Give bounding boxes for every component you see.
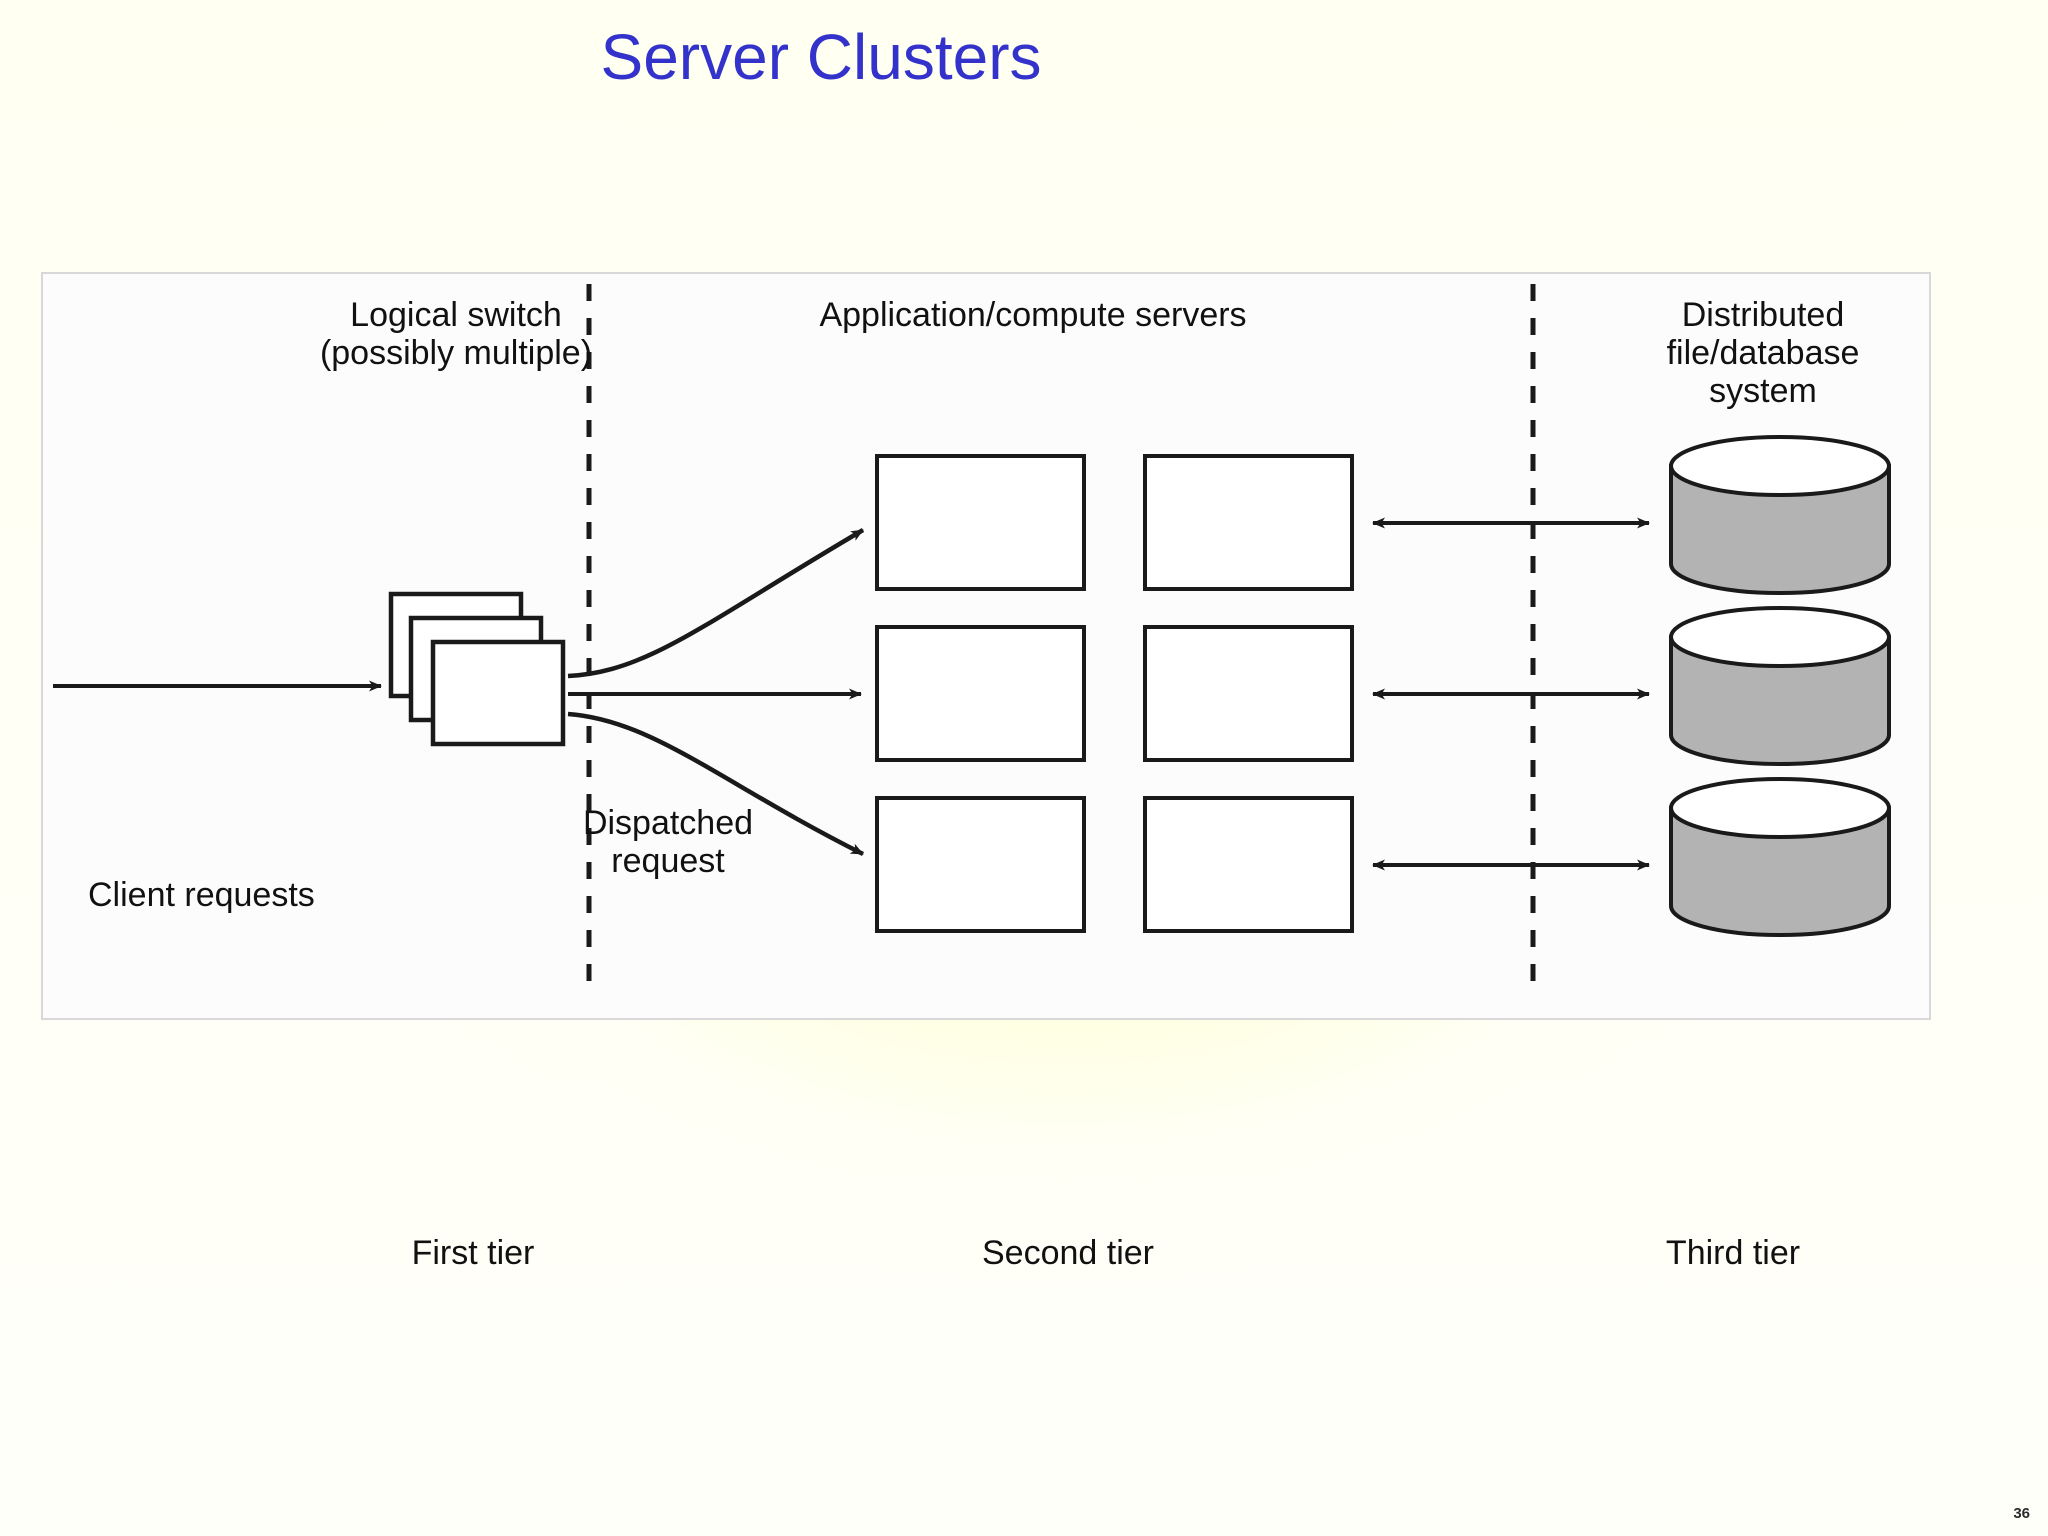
server-box-r2c1 <box>875 625 1086 762</box>
tier3-heading: Distributed file/database system <box>1666 296 1860 411</box>
tier3-caption: Third tier <box>1665 1234 1801 1272</box>
server-box-r3c1 <box>875 796 1086 933</box>
dispatched-request-label: Dispatched request <box>582 804 754 881</box>
page-number: 36 <box>2013 1505 2030 1522</box>
tier2-caption: Second tier <box>982 1234 1154 1272</box>
dispatch-arrow-top <box>567 528 865 679</box>
tier1-caption: First tier <box>411 1234 535 1272</box>
tier2-heading: Application/compute servers <box>819 296 1247 334</box>
server-cluster-diagram <box>53 284 1891 990</box>
logical-switch-stack <box>388 591 566 747</box>
server-box-r2c2 <box>1143 625 1354 762</box>
page-title-text: Server Clusters <box>600 21 1042 93</box>
switch-sheet-front <box>430 639 566 747</box>
client-requests-label: Client requests <box>88 876 315 914</box>
server-box-r3c2 <box>1143 796 1354 933</box>
dispatch-arrow-bottom <box>567 711 865 857</box>
server-box-r1c2 <box>1143 454 1354 591</box>
storage-cylinder-3 <box>1669 777 1891 937</box>
server-box-r1c1 <box>875 454 1086 591</box>
diagram-panel: Logical switch (possibly multiple) Appli… <box>41 272 1931 1272</box>
storage-cylinder-2 <box>1669 606 1891 766</box>
storage-cylinder-1 <box>1669 435 1891 595</box>
compute-server-grid <box>875 454 1354 933</box>
tier1-heading: Logical switch (possibly multiple) <box>319 296 593 373</box>
page-title: Server Clusters <box>0 22 2048 92</box>
